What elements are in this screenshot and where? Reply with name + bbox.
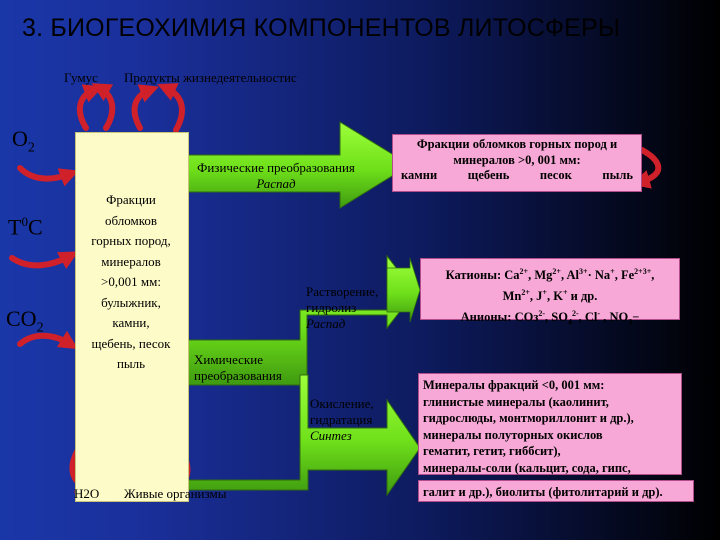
humus-cycle-arrow: [76, 84, 103, 131]
h2o-label: H2O: [74, 486, 100, 501]
products-label: Продукты жизнедеятельностис: [124, 70, 297, 85]
ions-arrow: [386, 257, 421, 323]
fractions-source-box: [75, 132, 189, 502]
fractions-source-text: Фракции обломков горных пород, минералов…: [91, 192, 171, 371]
page-title: 3. БИОГЕОХИМИЯ КОМПОНЕНТОВ ЛИТОСФЕРЫ: [22, 14, 621, 42]
co2-label: CO2: [6, 306, 44, 336]
physical-arrow-label: Физические преобразования Распад: [197, 160, 355, 191]
organisms-label: Живые организмы: [124, 486, 227, 501]
o2-label: O2: [12, 126, 35, 156]
ions-box: Катионы: Ca2+, Mg2+, Al3+· Na+, Fe2+3+, …: [420, 258, 680, 327]
dissolution-label: Растворение, гидролиз Распад: [306, 284, 379, 331]
chemical-arrow-label: Химические преобразования: [194, 352, 282, 383]
products-cycle-arrow: [131, 84, 159, 131]
oxidation-label: Окисление, гидратация Синтез: [310, 396, 374, 443]
humus-label: Гумус: [64, 70, 98, 85]
o2-cycle-arrow: [17, 165, 79, 187]
co2-cycle-arrow: [17, 330, 79, 350]
minerals-box: Минералы фракций <0, 001 мм: глинистые м…: [418, 373, 682, 475]
minerals-box-tail: галит и др.), биолиты (фитолитарий и др)…: [418, 480, 694, 502]
temperature-label: T0C: [8, 214, 43, 240]
t-cycle-arrow: [9, 251, 79, 270]
physical-arrow: [186, 121, 411, 209]
fractions-cycle-arrow: [630, 147, 662, 189]
fractions-result-box: Фракции обломков горных пород и минерало…: [392, 134, 642, 192]
